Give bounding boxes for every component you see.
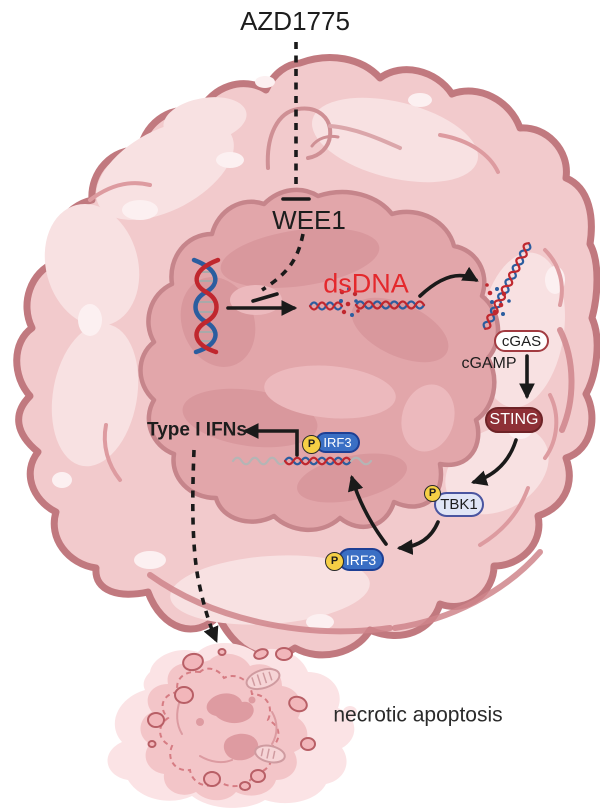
cgas-node: cGAS [494,330,549,352]
gene-dna-icon [231,456,373,466]
arrow-irf3-to-nucleus [347,474,388,546]
dashed-line-wee1-inhibits-fragmentation [261,233,305,292]
irf3-cytoplasm-label: IRF3 [345,551,377,568]
phospho-badge: P [302,435,321,454]
label-necrotic-apoptosis: necrotic apoptosis [333,703,503,727]
tbk1-node: P TBK1 [424,485,484,517]
mitochondrion-icon [254,744,286,764]
label-type1-ifns: Type I IFNs [147,419,247,441]
mitochondrion-icon [245,667,281,691]
cytosolic-dna-icon [482,242,532,330]
irf3-nucleus-label: IRF3 [323,435,352,450]
arrow-transcription-to-ifns [242,423,299,457]
label-azd1775: AZD1775 [240,6,350,36]
inhibition-bar-fragmentation [251,292,279,303]
dashed-arrow-to-necrotic-cell [191,449,219,643]
phospho-badge: P [424,485,441,502]
label-wee1: WEE1 [272,205,346,235]
membrane-notch [265,106,402,170]
irf3-cytoplasm-node: P IRF3 [325,548,384,571]
label-dsdna: dsDNA [323,268,409,299]
irf3-nucleus-node: P IRF3 [302,432,360,454]
cgas-label: cGAS [501,332,542,350]
necrotic-cell-icon [107,643,357,808]
arrow-sting-to-tbk1 [470,438,518,486]
phospho-badge: P [325,552,344,571]
sting-node: STING [485,407,543,433]
dna-helix-icon [191,257,221,355]
label-cgamp: cGAMP [461,355,517,372]
arrow-tbk1-to-irf3 [396,520,440,555]
arrow-dsdna-to-cytosol [418,266,479,298]
sting-label: STING [489,411,539,428]
nucleus [138,187,501,533]
tbk1-label: TBK1 [440,496,478,513]
dsdna-fragments-icon [308,287,426,317]
